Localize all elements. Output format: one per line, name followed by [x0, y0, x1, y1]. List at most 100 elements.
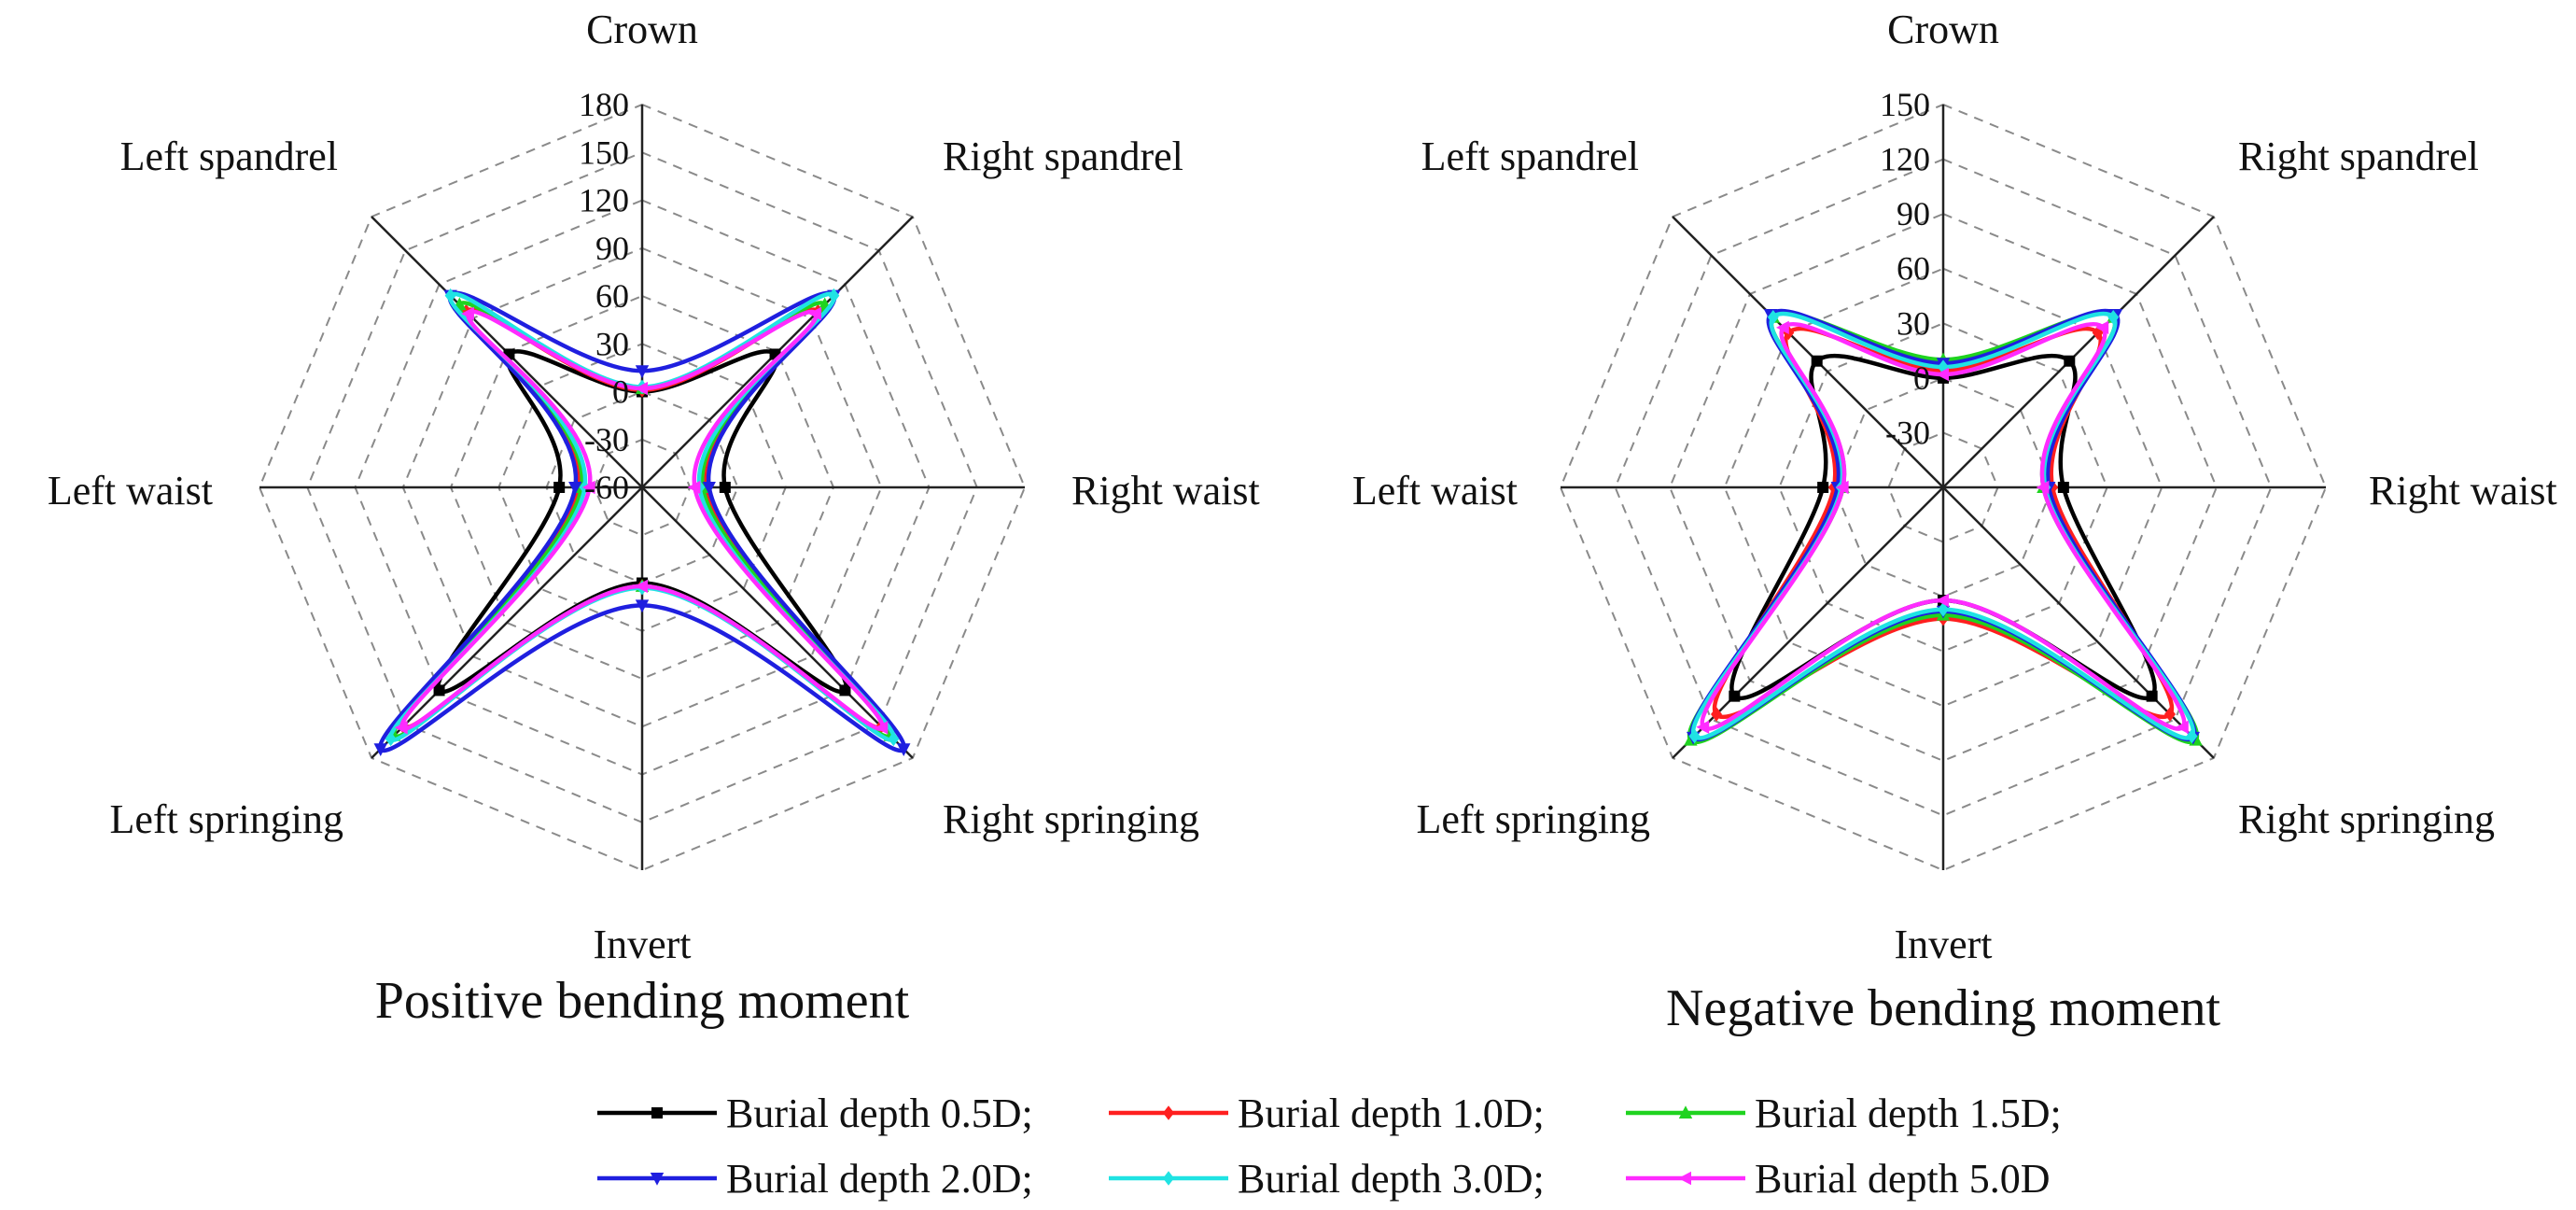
axis-label-invert: Invert — [593, 922, 691, 967]
axis-label-invert: Invert — [1894, 922, 1992, 967]
axis-spoke-left-springing — [371, 486, 643, 759]
data-point-0-5d-left-springing — [1729, 690, 1741, 702]
data-point-3-0d-left-springing — [385, 731, 397, 747]
data-point-2-0d-invert — [635, 599, 650, 613]
legend-marker — [650, 1173, 665, 1186]
radial-tick-label: 0 — [612, 373, 629, 411]
axis-label-right-waist: Right waist — [2369, 468, 2557, 514]
legend-label: Burial depth 3.0D; — [1238, 1156, 1545, 1202]
data-point-2-0d-left-waist — [568, 482, 582, 495]
radial-tick-label: 60 — [1897, 250, 1930, 288]
axis-label-right-springing: Right springing — [943, 796, 1199, 842]
radar-axes — [259, 105, 1025, 870]
radial-tick-label: 0 — [1913, 359, 1930, 397]
axis-label-right-spandrel: Right spandrel — [943, 134, 1183, 179]
data-point-5-0d-crown — [635, 381, 648, 396]
radial-tick-label: 30 — [595, 325, 629, 362]
radial-tick-label: -30 — [584, 421, 629, 458]
data-point-5-0d-left-waist — [1835, 480, 1849, 495]
axis-label-right-springing: Right springing — [2238, 796, 2495, 842]
chart-title: Positive bending moment — [375, 972, 910, 1030]
grid-ring — [1723, 267, 2163, 708]
grid-ring — [593, 438, 692, 537]
data-point-5-0d-right-spandrel — [2095, 320, 2109, 335]
data-point-5-0d-crown — [1936, 367, 1949, 382]
axis-label-right-waist: Right waist — [1071, 468, 1260, 514]
data-point-0-5d-right-spandrel — [2064, 355, 2076, 367]
axis-label-left-waist: Left waist — [48, 468, 213, 514]
data-point-0-5d-right-springing — [839, 684, 851, 696]
legend: Burial depth 0.5D;Burial depth 1.0D;Buri… — [597, 1090, 2062, 1202]
grid-ring — [258, 103, 1027, 872]
data-point-3-0d-left-spandrel — [444, 288, 456, 303]
legend-item-1-0d: Burial depth 1.0D; — [1109, 1090, 1545, 1136]
data-point-0-5d-right-waist — [719, 482, 731, 493]
data-point-5-0d-invert — [635, 579, 648, 594]
data-point-5-0d-invert — [1936, 593, 1949, 608]
axis-label-right-spandrel: Right spandrel — [2238, 134, 2479, 179]
radial-tick-label: -30 — [1885, 414, 1930, 451]
legend-marker — [1163, 1171, 1174, 1186]
data-point-0-5d-right-springing — [2146, 690, 2158, 702]
legend-label: Burial depth 1.0D; — [1238, 1090, 1545, 1136]
radial-tick-label: 90 — [1897, 195, 1930, 232]
data-point-5-0d-left-springing — [394, 721, 408, 735]
axis-label-left-springing: Left springing — [109, 796, 343, 842]
data-point-3-0d-left-springing — [1688, 728, 1701, 744]
radar-axes — [1561, 105, 2326, 870]
data-point-5-0d-right-waist — [2036, 480, 2050, 495]
data-point-1-0d-right-spandrel — [2092, 325, 2104, 341]
axis-label-left-spandrel: Left spandrel — [1421, 134, 1639, 179]
data-point-2-0d-right-springing — [897, 743, 911, 757]
legend-marker — [1678, 1105, 1693, 1119]
legend-item-5-0d: Burial depth 5.0D — [1626, 1156, 2051, 1202]
data-point-5-0d-left-springing — [1696, 720, 1710, 734]
data-point-1-0d-right-springing — [2163, 707, 2176, 722]
grid-ring — [449, 294, 835, 681]
legend-marker — [1163, 1105, 1174, 1120]
data-point-3-0d-invert — [1938, 602, 1949, 617]
axis-spoke-left-spandrel — [1672, 216, 1944, 488]
data-point-0-5d-right-waist — [2057, 482, 2069, 493]
radial-tick-label: 180 — [579, 86, 629, 123]
axis-spoke-right-springing — [641, 486, 914, 759]
radar-series — [1684, 308, 2203, 746]
data-point-0-5d-left-spandrel — [1811, 355, 1823, 367]
legend-marker — [651, 1107, 663, 1119]
legend-item-1-5d: Burial depth 1.5D; — [1626, 1090, 2062, 1136]
radial-tick-label: -60 — [584, 469, 629, 506]
data-point-1-0d-left-springing — [1711, 707, 1723, 722]
radar-grid — [1559, 103, 2328, 872]
data-point-3-0d-right-springing — [2186, 728, 2198, 744]
data-point-3-0d-left-spandrel — [1767, 309, 1779, 325]
axis-label-left-spandrel: Left spandrel — [120, 134, 338, 179]
data-point-2-0d-crown — [635, 365, 650, 379]
legend-label: Burial depth 2.0D; — [726, 1156, 1033, 1202]
axis-label-crown: Crown — [586, 7, 698, 52]
data-point-5-0d-left-spandrel — [1776, 320, 1789, 335]
data-point-5-0d-left-spandrel — [461, 306, 474, 321]
axis-spoke-right-spandrel — [1942, 216, 2215, 488]
data-point-5-0d-right-waist — [687, 480, 701, 495]
grid-ring — [401, 246, 883, 728]
chart-title: Negative bending moment — [1666, 979, 2221, 1037]
legend-label: Burial depth 5.0D — [1755, 1156, 2051, 1202]
data-point-3-0d-right-spandrel — [2107, 309, 2120, 325]
grid-ring — [1887, 431, 1999, 543]
radial-tick-label: 60 — [595, 277, 629, 315]
axis-label-crown: Crown — [1887, 7, 1999, 52]
data-point-5-0d-right-springing — [875, 721, 889, 735]
radial-tick-label: 150 — [1880, 86, 1930, 123]
data-point-2-0d-right-waist — [702, 482, 716, 495]
data-point-5-0d-left-waist — [581, 480, 595, 495]
radial-tick-label: 120 — [579, 182, 629, 219]
legend-marker — [1678, 1171, 1691, 1186]
data-point-5-0d-right-springing — [2175, 720, 2189, 734]
